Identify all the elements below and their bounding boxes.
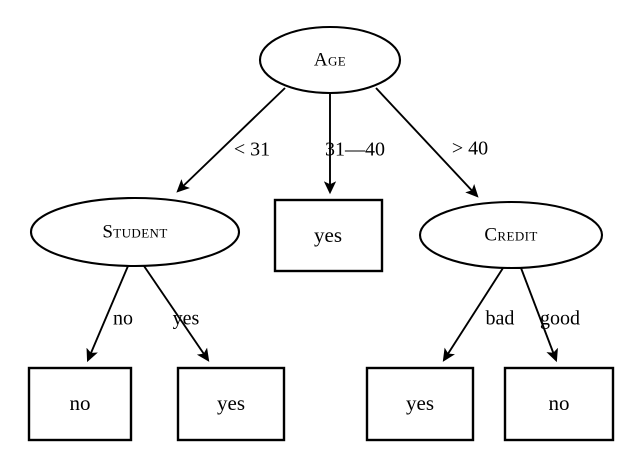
decision-node-label-credit: Credit xyxy=(484,224,537,245)
decision-node-label-student: Student xyxy=(102,221,167,242)
edge-label-student-yes: yes xyxy=(173,308,200,330)
leaf-node-label-student-yes: yes xyxy=(217,391,245,415)
decision-node-age[interactable]: Age xyxy=(258,25,402,95)
leaf-node-age-mid[interactable]: yes xyxy=(273,198,384,273)
edge-label-credit-good: good xyxy=(540,308,580,330)
edge-age-credit xyxy=(375,87,479,198)
decision-node-label-age: Age xyxy=(314,49,346,70)
decision-node-credit[interactable]: Credit xyxy=(418,200,604,270)
ellipse-shape xyxy=(29,196,241,268)
rect-shape xyxy=(273,198,384,273)
rect-shape xyxy=(176,366,286,442)
edge-label-credit-bad: bad xyxy=(486,308,515,330)
leaf-node-label-credit-bad: yes xyxy=(406,391,434,415)
leaf-node-label-student-no: no xyxy=(70,391,91,415)
leaf-node-credit-good[interactable]: no xyxy=(503,366,615,442)
edge-label-group: < 31 31—40 > 40 no yes bad good xyxy=(113,138,580,330)
ellipse-shape xyxy=(418,200,604,270)
edge-age-student xyxy=(176,87,286,193)
leaf-node-credit-bad[interactable]: yes xyxy=(365,366,475,442)
rect-shape xyxy=(27,366,133,442)
edge-label-age-less-than-31: < 31 xyxy=(234,139,270,161)
leaf-node-label-credit-good: no xyxy=(549,391,570,415)
decision-node-student[interactable]: Student xyxy=(29,196,241,268)
rect-shape xyxy=(365,366,475,442)
edge-label-student-no: no xyxy=(113,308,133,330)
edge-group xyxy=(86,87,558,363)
ellipse-shape xyxy=(258,25,402,95)
edge-label-age-31-40: 31—40 xyxy=(325,139,385,161)
edge-label-age-greater-than-40: > 40 xyxy=(452,138,488,160)
edge-student-no xyxy=(86,265,129,363)
leaf-node-student-yes[interactable]: yes xyxy=(176,366,286,442)
edge-credit-good xyxy=(520,267,558,363)
rect-shape xyxy=(503,366,615,442)
edge-student-yes xyxy=(143,265,210,362)
edge-credit-bad xyxy=(442,267,504,362)
leaf-node-student-no[interactable]: no xyxy=(27,366,133,442)
leaf-node-label-age-mid: yes xyxy=(314,223,342,247)
